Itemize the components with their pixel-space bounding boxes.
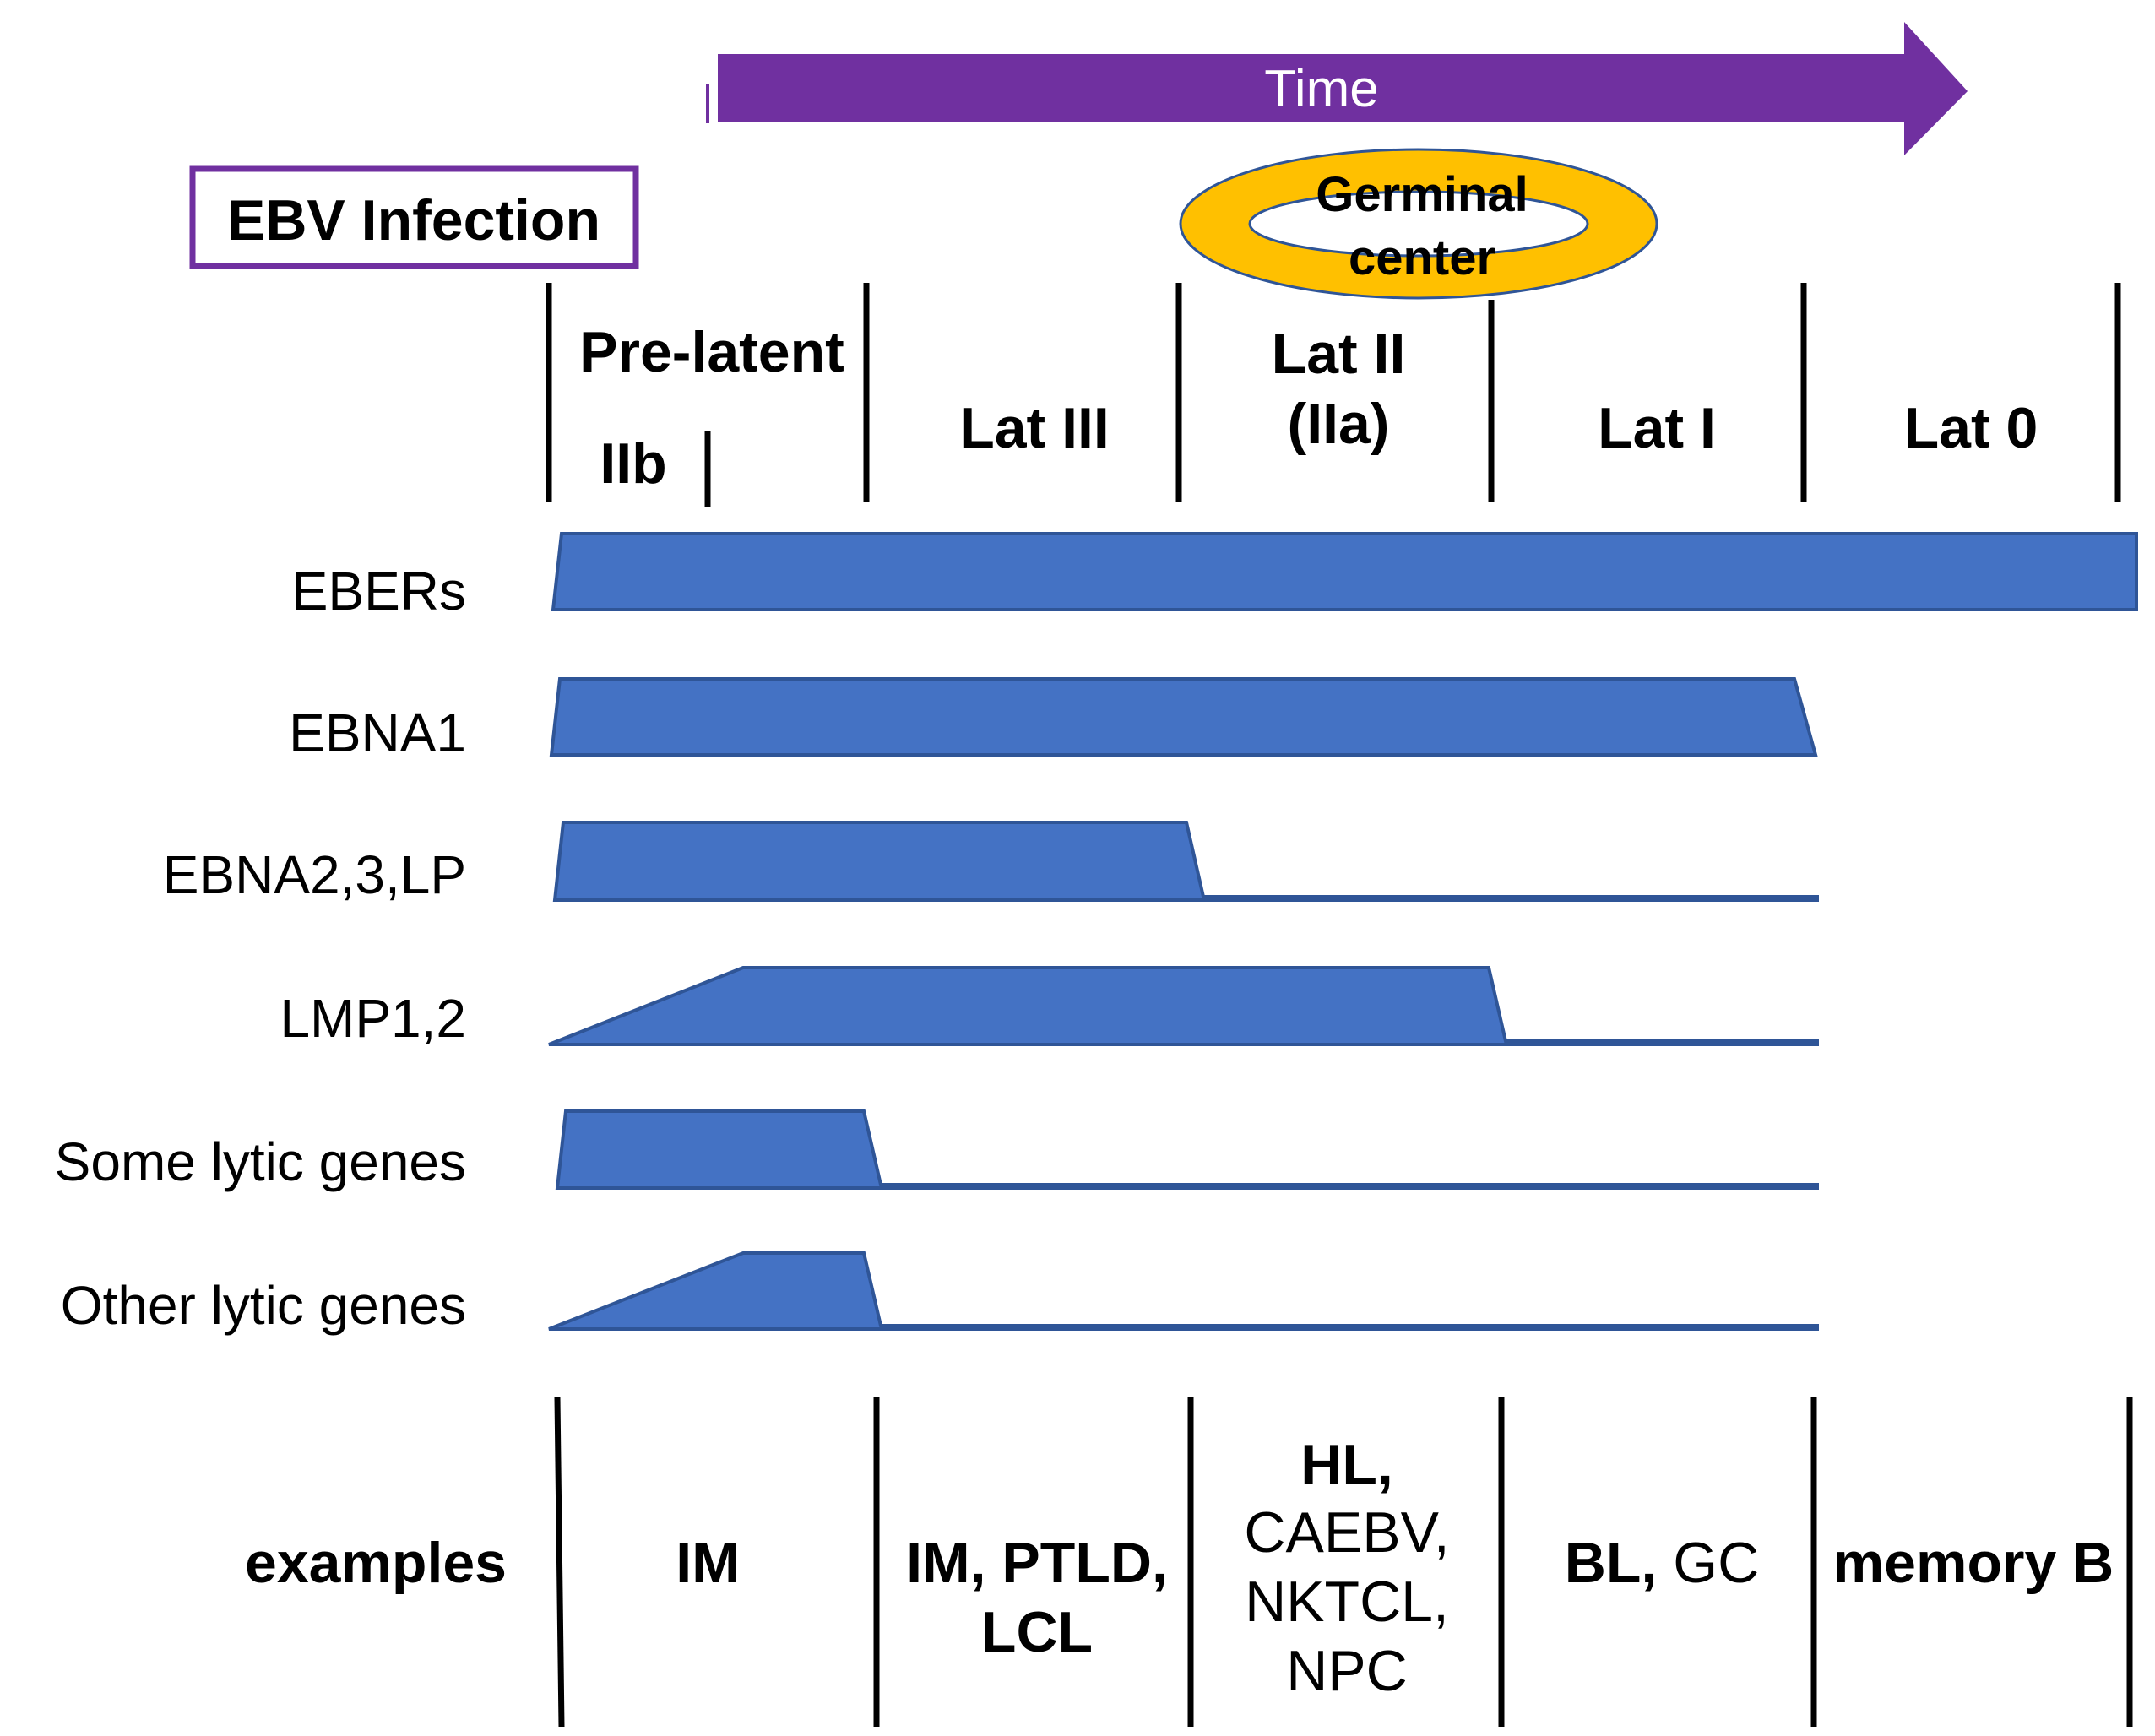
expression-bar-some-lytic: [555, 1109, 1819, 1190]
gene-label-other-lytic: Other lytic genes: [61, 1275, 466, 1336]
gene-label-ebna1: EBNA1: [289, 703, 466, 763]
stage-lat2-line1: Lat II: [1272, 322, 1406, 386]
ebv-infection-box: EBV Infection: [189, 165, 639, 269]
examples-label: examples: [245, 1531, 507, 1595]
example-nktcl: NKTCL,: [1245, 1570, 1449, 1634]
gene-labels: EBERs EBNA1 EBNA2,3,LP LMP1,2 Some lytic…: [55, 561, 466, 1336]
stage-lat3: Lat III: [959, 396, 1110, 460]
germinal-center-label-line1: Germinal: [1316, 167, 1528, 222]
example-hl: HL,: [1300, 1433, 1393, 1497]
example-memory-b: memory B: [1833, 1531, 2114, 1595]
example-caebv: CAEBV,: [1244, 1500, 1449, 1565]
example-im-ptld: IM, PTLD,: [906, 1531, 1168, 1595]
stage-iib: IIb: [600, 431, 666, 496]
stage-pre-latent: Pre-latent: [579, 320, 844, 384]
stage-dividers: [546, 283, 2121, 507]
stage-lat0: Lat 0: [1904, 396, 2038, 460]
stage-labels: Pre-latent IIb Lat III Lat II (IIa) Lat …: [579, 320, 2038, 496]
example-lcl: LCL: [981, 1600, 1093, 1664]
expression-bar-other-lytic: [548, 1251, 1819, 1331]
time-arrow: Time: [706, 22, 1968, 155]
example-dividers: [554, 1397, 2133, 1728]
example-npc: NPC: [1286, 1639, 1408, 1703]
gene-label-lmp1-2: LMP1,2: [280, 988, 466, 1049]
gene-label-ebers: EBERs: [292, 561, 466, 621]
ebv-infection-label: EBV Infection: [227, 188, 600, 252]
examples-row: examples IM IM, PTLD, LCL HL, CAEBV, NKT…: [245, 1433, 2114, 1703]
germinal-center-ring: Germinal center: [1179, 148, 1658, 300]
expression-bars: [548, 532, 2138, 1331]
example-bl: BL,: [1565, 1531, 1658, 1595]
expression-bar-lmp1-2: [548, 966, 1819, 1046]
example-bl-gc: BL, GC: [1565, 1531, 1759, 1595]
time-label: Time: [1264, 60, 1378, 118]
germinal-center-label-line2: center: [1349, 231, 1495, 285]
expression-bar-ebers: [551, 532, 2138, 611]
stage-lat1: Lat I: [1598, 396, 1716, 460]
example-gc: GC: [1657, 1531, 1759, 1595]
gene-label-some-lytic: Some lytic genes: [55, 1131, 466, 1192]
stage-lat2-line2: (IIa): [1288, 392, 1390, 456]
expression-bar-ebna2-3-lp: [552, 821, 1819, 902]
example-im: IM: [676, 1531, 740, 1595]
expression-bar-ebna1: [549, 677, 1818, 757]
gene-label-ebna2-3-lp: EBNA2,3,LP: [163, 844, 466, 905]
